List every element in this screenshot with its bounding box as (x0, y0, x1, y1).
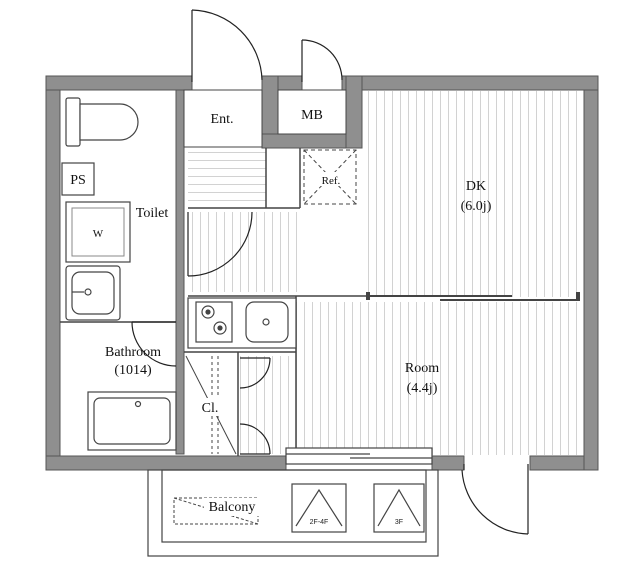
balcony-door[interactable] (461, 464, 529, 535)
closet-label: Cl. (202, 401, 219, 416)
toilet-fixture (65, 97, 139, 147)
meter-box-label: MB (301, 108, 323, 123)
refrigerator-label: Ref. (322, 175, 341, 187)
balcony-window[interactable] (285, 447, 433, 465)
entrance-label: Ent. (211, 112, 234, 127)
closet-doors[interactable] (239, 357, 271, 455)
pipe-space-label: PS (70, 173, 86, 188)
bathroom-door[interactable] (131, 321, 177, 367)
meter-box-door[interactable] (301, 39, 343, 82)
balcony-label: Balcony (209, 500, 256, 515)
bathtub (87, 391, 177, 451)
washer-label: W (93, 228, 104, 240)
dk-label: DK (466, 179, 486, 194)
dk-size: (6.0j) (461, 199, 492, 214)
toilet-door[interactable] (187, 211, 253, 277)
washer (65, 201, 131, 263)
flooring (188, 91, 582, 455)
evacuation-left-label: 2F-4F (310, 519, 329, 526)
wash-basin (65, 265, 121, 321)
bathroom-size: (1014) (114, 363, 152, 378)
toilet-label: Toilet (136, 206, 169, 221)
balcony (147, 469, 439, 557)
evacuation-right-label: 3F (395, 519, 403, 526)
evacuation-hatch-left (291, 483, 347, 533)
kitchen-counter (187, 297, 297, 349)
pipe-space (61, 162, 95, 196)
room-size: (4.4j) (407, 381, 438, 396)
bathroom-label: Bathroom (105, 345, 161, 360)
sliding-partition[interactable] (368, 295, 580, 301)
room-label: Room (405, 361, 439, 376)
evacuation-hatch-right (373, 483, 425, 533)
entrance-area (183, 89, 263, 148)
meter-box-area (277, 89, 347, 135)
entrance-door[interactable] (191, 9, 263, 82)
